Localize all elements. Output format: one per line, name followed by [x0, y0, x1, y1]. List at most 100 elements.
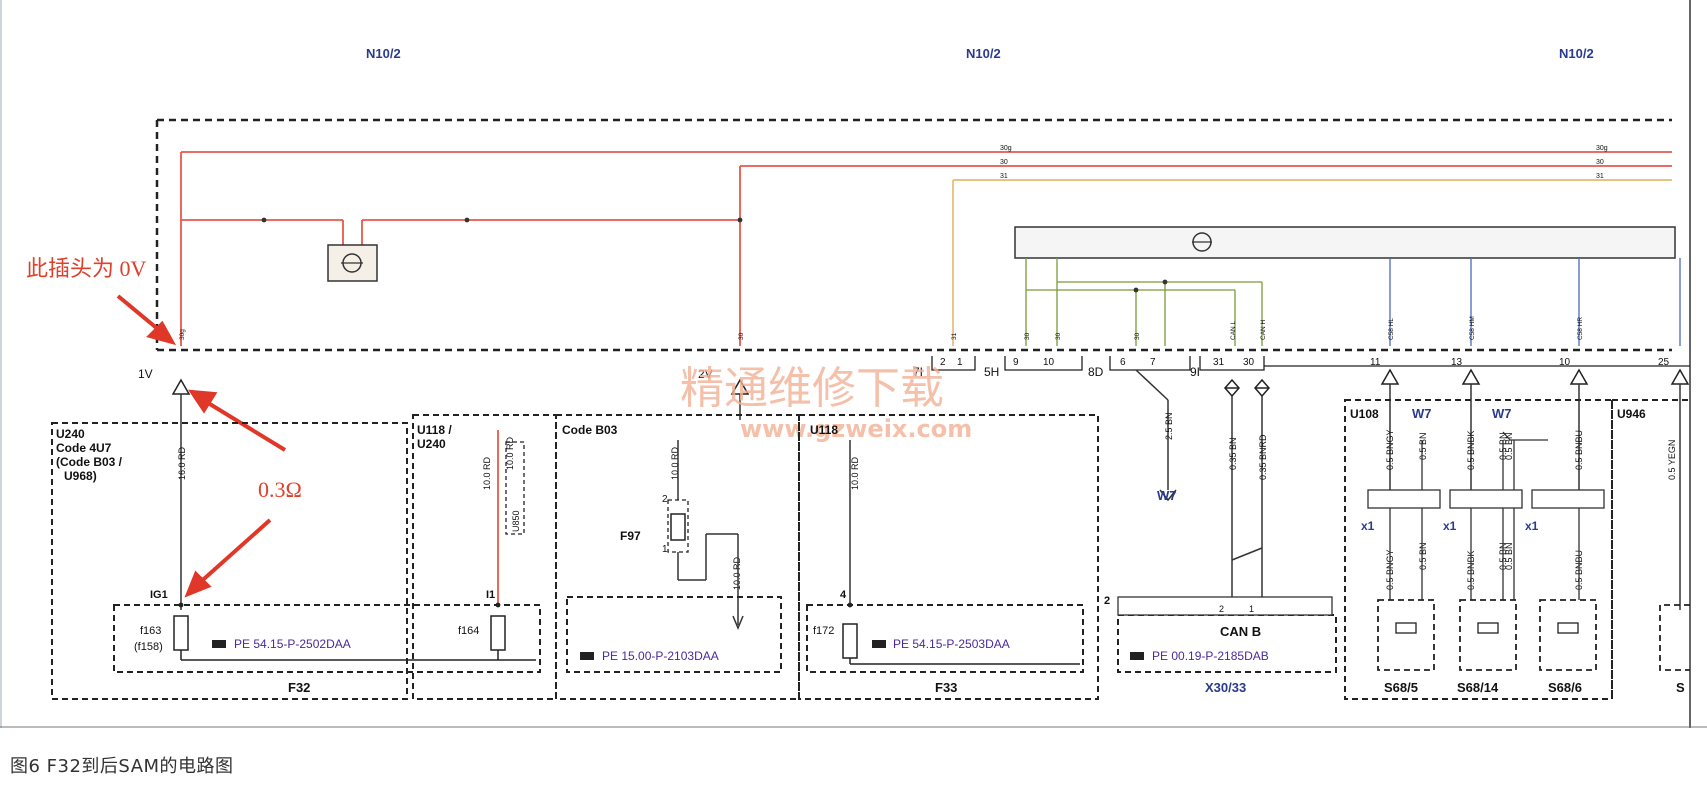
- reference-links: PE 54.15-P-2502DAA PE 15.00-P-2103DAA PE…: [234, 637, 1269, 663]
- svg-text:0.5 BN: 0.5 BN: [1504, 542, 1514, 570]
- connector-arrows: [171, 368, 1690, 395]
- svg-text:6: 6: [1120, 357, 1126, 368]
- svg-text:U118: U118: [810, 423, 838, 437]
- svg-text:30g: 30g: [1000, 145, 1012, 152]
- annotation-0v: 此插头为 0V: [26, 256, 147, 281]
- svg-text:W7: W7: [1157, 488, 1177, 503]
- svg-text:x1: x1: [1443, 519, 1457, 533]
- annotation-arrows: [116, 294, 287, 598]
- n10-label-2: N10/2: [966, 46, 1001, 61]
- svg-text:5H: 5H: [984, 365, 999, 379]
- svg-text:30: 30: [1596, 159, 1604, 166]
- svg-text:4: 4: [840, 589, 847, 601]
- svg-text:x1: x1: [1361, 519, 1375, 533]
- n10-label-1: N10/2: [366, 46, 401, 61]
- svg-text:9: 9: [1013, 357, 1019, 368]
- svg-text:Code B03: Code B03: [562, 423, 618, 437]
- svg-text:f172: f172: [813, 625, 834, 637]
- svg-text:2: 2: [662, 494, 668, 505]
- svg-text:U240: U240: [56, 427, 85, 441]
- svg-text:11: 11: [1370, 357, 1381, 368]
- svg-text:0.5 BN: 0.5 BN: [1418, 542, 1428, 570]
- svg-text:30: 30: [1243, 357, 1255, 368]
- fuse-labels: IG1 f163 (f158) I1 f164 4 f172 2 2 1 CAN…: [134, 589, 1261, 653]
- connector-labels: 1V 2V 7I 5H 8D 9I: [138, 365, 1200, 381]
- svg-text:9I: 9I: [1190, 365, 1200, 379]
- connector-housings: [931, 356, 1690, 371]
- svg-text:C58 HL: C58 HL: [1388, 318, 1395, 340]
- svg-text:0.5 BN: 0.5 BN: [1418, 432, 1428, 460]
- f97-fuse: [670, 513, 686, 541]
- svg-text:0.35 BN: 0.35 BN: [1228, 437, 1238, 470]
- svg-text:30: 30: [1055, 332, 1062, 340]
- module-outline: [155, 118, 1672, 352]
- can-b-connector: [1117, 596, 1333, 616]
- svg-text:S68/6: S68/6: [1548, 680, 1582, 695]
- svg-text:U946: U946: [1617, 407, 1646, 421]
- svg-text:30: 30: [738, 332, 745, 340]
- svg-text:30: 30: [1134, 332, 1141, 340]
- svg-text:PE 15.00-P-2103DAA: PE 15.00-P-2103DAA: [602, 649, 719, 663]
- switch-frames: [1377, 599, 1690, 671]
- svg-text:30g: 30g: [179, 329, 186, 340]
- svg-text:U108: U108: [1350, 407, 1379, 421]
- svg-text:0.5 BNBU: 0.5 BNBU: [1574, 430, 1584, 470]
- svg-text:PE 00.19-P-2185DAB: PE 00.19-P-2185DAB: [1152, 649, 1269, 663]
- svg-text:13: 13: [1451, 357, 1463, 368]
- svg-text:F33: F33: [935, 680, 957, 695]
- svg-text:25: 25: [1658, 357, 1670, 368]
- svg-text:PE 54.15-P-2503DAA: PE 54.15-P-2503DAA: [893, 637, 1010, 651]
- svg-text:CAN L: CAN L: [1230, 320, 1237, 340]
- svg-text:1: 1: [1249, 604, 1254, 614]
- svg-text:S: S: [1676, 680, 1685, 695]
- svg-text:8D: 8D: [1088, 365, 1104, 379]
- svg-text:0.5 BNGY: 0.5 BNGY: [1385, 429, 1395, 470]
- can-connectors: [1224, 378, 1270, 398]
- svg-text:31: 31: [1000, 173, 1008, 180]
- svg-text:CAN B: CAN B: [1220, 624, 1261, 639]
- svg-text:U240: U240: [417, 437, 446, 451]
- watermark-url: www.gzweix.com: [740, 415, 972, 443]
- junction-dot: [261, 217, 267, 223]
- watermark-cn: 精通维修下载: [680, 363, 944, 414]
- svg-text:10: 10: [1043, 357, 1055, 368]
- svg-text:Code 4U7: Code 4U7: [56, 441, 112, 455]
- svg-text:10.0 RD: 10.0 RD: [850, 456, 860, 490]
- figure-caption: 图6 F32到后SAM的电路图: [10, 756, 234, 777]
- annotation-resistance: 0.3Ω: [258, 477, 302, 502]
- svg-text:1: 1: [662, 544, 668, 555]
- svg-text:1V: 1V: [138, 367, 153, 381]
- svg-text:7: 7: [1150, 357, 1156, 368]
- svg-text:10.0 RD: 10.0 RD: [732, 556, 742, 590]
- svg-text:U118 /: U118 /: [417, 423, 452, 437]
- svg-text:U850: U850: [511, 510, 521, 532]
- left-branch-wires: [180, 152, 741, 346]
- svg-text:10.0 RD: 10.0 RD: [670, 446, 680, 480]
- svg-text:C58 HR: C58 HR: [1577, 317, 1584, 340]
- svg-text:7I: 7I: [913, 365, 923, 379]
- svg-text:0.35 BNRD: 0.35 BNRD: [1258, 434, 1268, 480]
- group-labels: U240 Code 4U7 (Code B03 / U968) U118 / U…: [56, 407, 1646, 483]
- pin-numbers: 2 1 9 10 6 7 31 30 11 13 10 25: [940, 357, 1670, 368]
- block-labels: F32 F33 X30/33 S68/5 S68/14 S68/6 S: [288, 680, 1685, 695]
- reference-icons: [212, 640, 1144, 660]
- svg-text:C58 HM: C58 HM: [1469, 316, 1476, 340]
- f97-label: F97: [620, 529, 641, 543]
- n10-label-3: N10/2: [1559, 46, 1594, 61]
- svg-text:10.0 RD: 10.0 RD: [505, 436, 515, 470]
- u850-bracket: [505, 441, 525, 535]
- rail-tags: 30g 30 31 30g 30 31: [1000, 145, 1608, 180]
- w7-ground-arrow: [1159, 489, 1177, 502]
- drop-wires: [180, 369, 1681, 610]
- svg-text:1: 1: [957, 357, 963, 368]
- svg-text:F32: F32: [288, 680, 310, 695]
- svg-text:U968): U968): [64, 469, 97, 483]
- fuse-box-frames: [113, 596, 1337, 673]
- switch-wires: [1389, 431, 1580, 600]
- w7-labels: W7 W7 W7: [1157, 406, 1512, 503]
- svg-text:0.5 YEGN: 0.5 YEGN: [1667, 440, 1677, 480]
- junction-dot: [464, 217, 470, 223]
- svg-text:x1: x1: [1525, 519, 1539, 533]
- svg-text:0.5 BN: 0.5 BN: [1504, 432, 1514, 460]
